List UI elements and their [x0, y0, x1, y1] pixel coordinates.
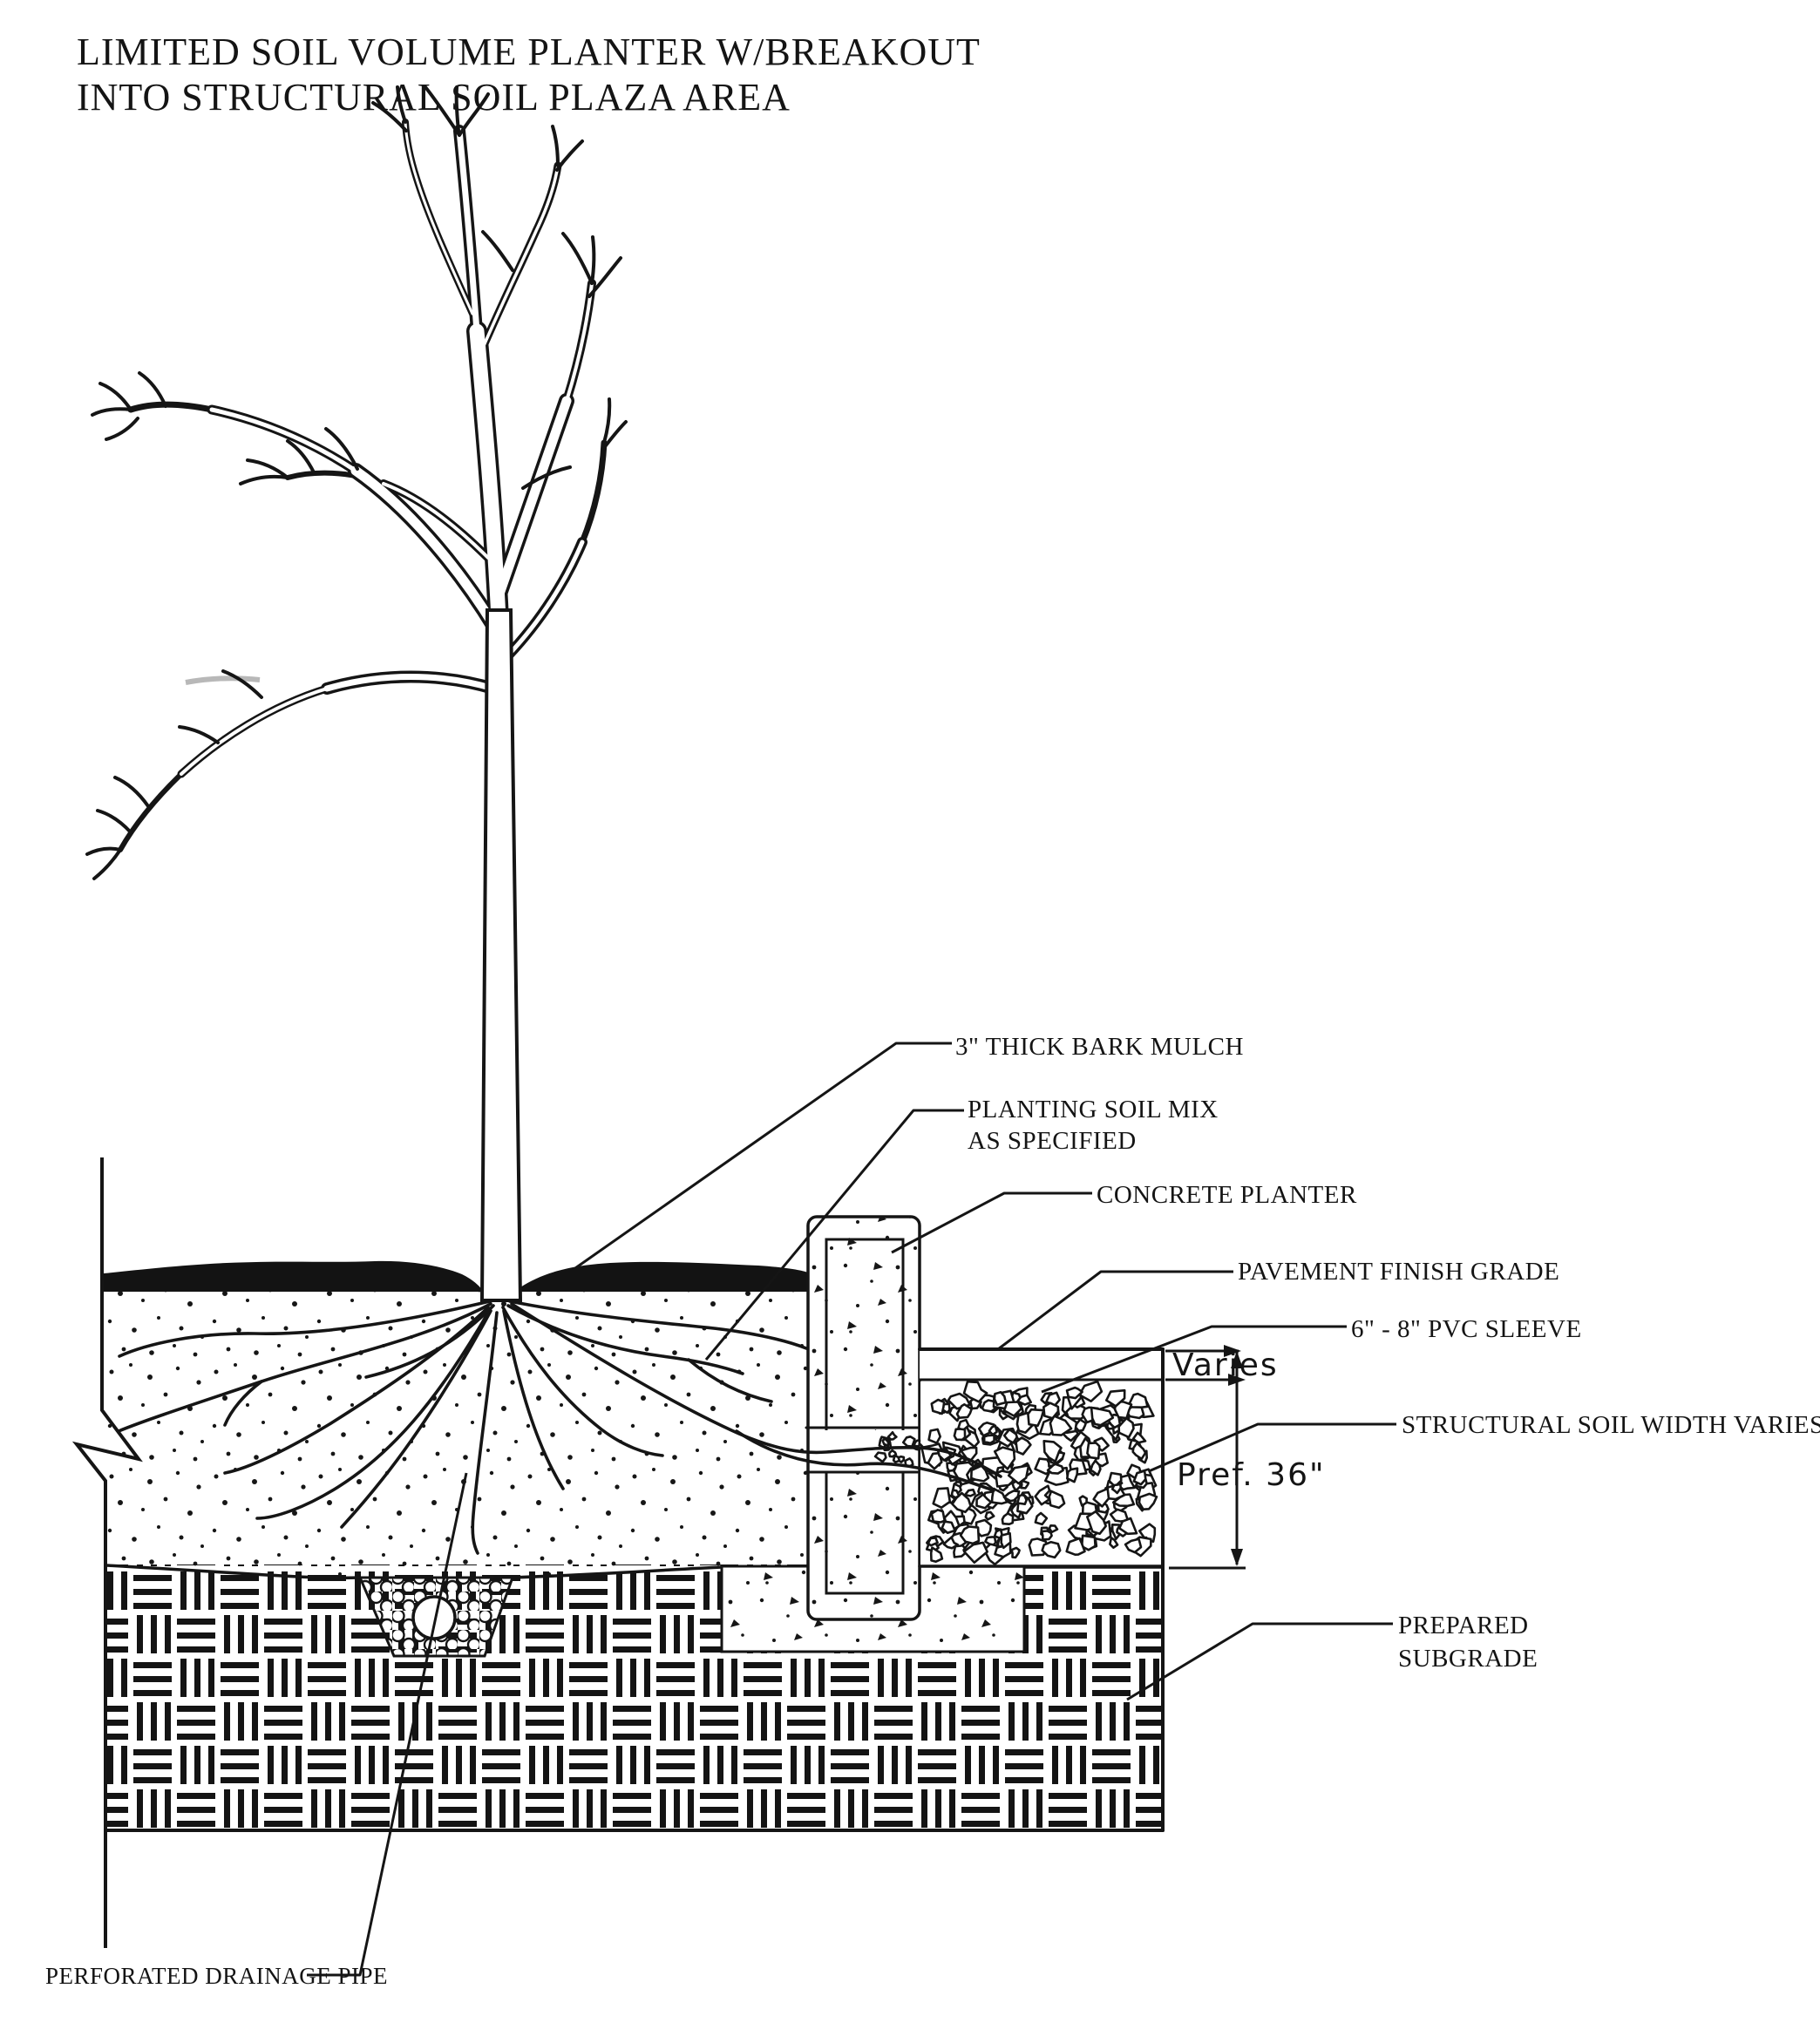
leader-structural-soil [1148, 1422, 1396, 1473]
leader-pvc-sleeve [1041, 1325, 1347, 1394]
leader-bark-mulch [574, 1042, 952, 1270]
dimension-varies [1165, 1345, 1246, 1386]
section-title: LIMITED SOIL VOLUME PLANTER W/BREAKOUT I… [77, 31, 981, 119]
title-line-1: LIMITED SOIL VOLUME PLANTER W/BREAKOUT [77, 31, 981, 73]
leader-concrete-planter [891, 1191, 1092, 1254]
pipe-circle [411, 1595, 457, 1640]
dimension-pref-36 [1169, 1351, 1246, 1570]
label-pvc-sleeve: 6" - 8" PVC SLEEVE [1351, 1315, 1582, 1343]
label-drainage-pipe: PERFORATED DRAINAGE PIPE [45, 1963, 388, 1989]
pvc-sleeve-lines [805, 1426, 923, 1474]
tree-limbs [118, 119, 608, 852]
label-structural-soil: STRUCTURAL SOIL WIDTH VARIES [1402, 1411, 1820, 1439]
leader-lines [307, 1042, 1396, 1977]
label-planting-soil-1: PLANTING SOIL MIX [968, 1096, 1219, 1123]
planter-inner-line [825, 1238, 905, 1595]
tree-illustration [85, 85, 628, 1302]
mulch-layer [104, 1260, 808, 1292]
leader-pavement [997, 1270, 1233, 1351]
label-prepared-subgrade-1: PREPARED [1398, 1612, 1529, 1639]
tree-twigs [85, 85, 628, 880]
label-pref-36-dimension: Pref. 36" [1177, 1457, 1326, 1493]
label-bark-mulch: 3" THICK BARK MULCH [955, 1033, 1244, 1061]
label-planting-soil-2: AS SPECIFIED [968, 1127, 1137, 1155]
structural-soil-stones [873, 1380, 1158, 1566]
scan-artifact [185, 675, 261, 685]
soil-subgrade-boundary [105, 1564, 723, 1580]
structural-soil [873, 1347, 1165, 1832]
leader-prepared-subgrade [1126, 1622, 1393, 1701]
root-system [117, 1299, 1002, 1555]
pavement [918, 1347, 1165, 1381]
concrete-planter-wall [805, 1215, 923, 1621]
label-prepared-subgrade-2: SUBGRADE [1398, 1645, 1538, 1673]
root-through-sleeve [735, 1429, 995, 1492]
break-line [71, 1157, 143, 1948]
leader-planting-soil [704, 1109, 964, 1361]
root-through-sleeve [510, 1302, 1002, 1478]
label-concrete-planter: CONCRETE PLANTER [1097, 1181, 1357, 1209]
tree-trunk [479, 608, 523, 1302]
leader-drainage-pipe [307, 1472, 468, 1977]
label-pavement-finish-grade: PAVEMENT FINISH GRADE [1238, 1258, 1559, 1286]
label-varies-dimension: Varies [1172, 1347, 1279, 1383]
